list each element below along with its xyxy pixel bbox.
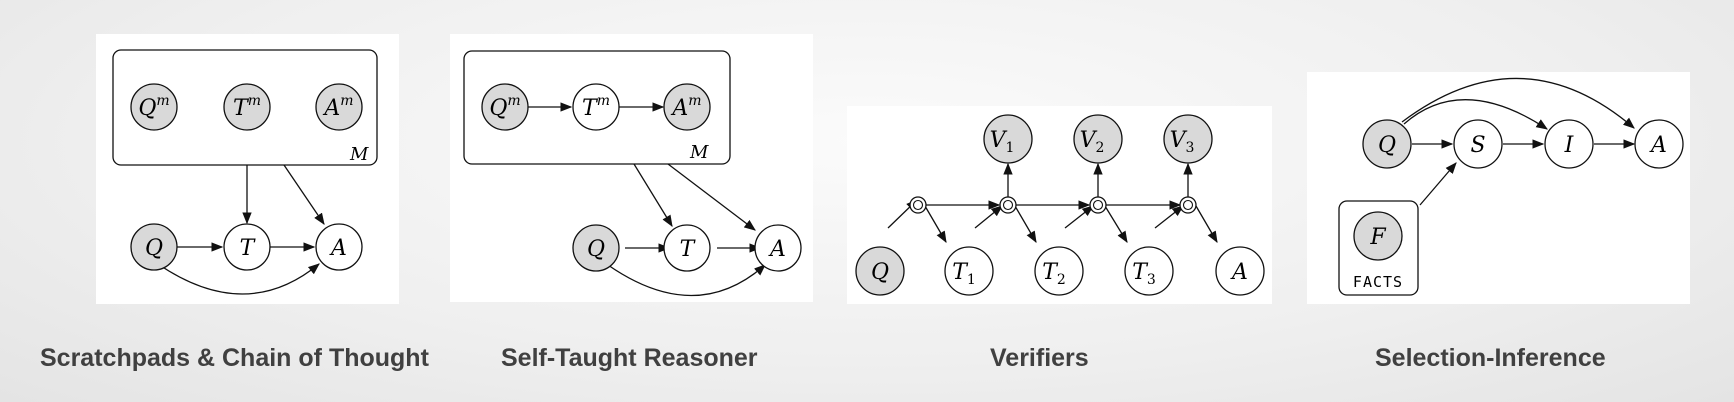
plate-facts xyxy=(1338,200,1419,296)
node-F: F xyxy=(1353,211,1403,261)
node-Qm: Qm xyxy=(130,83,178,131)
node-A: A xyxy=(315,223,363,271)
edges xyxy=(887,162,1218,244)
node-Am: Am xyxy=(663,83,711,131)
scratchpads-diagram: M Qm Tm Am Q T A xyxy=(96,34,399,304)
edges xyxy=(1401,77,1636,206)
plate-label-M: M xyxy=(689,142,709,163)
node-Q: Q xyxy=(572,224,620,272)
svg-text:A: A xyxy=(1230,260,1248,285)
node-T2: T2 xyxy=(1034,246,1084,296)
svg-text:S: S xyxy=(1470,133,1485,158)
caption-selection-inference: Selection-Inference xyxy=(1375,344,1606,372)
svg-text:Q: Q xyxy=(871,260,889,285)
svg-text:I: I xyxy=(1564,133,1575,158)
selection-inference-diagram: FACTS Q S I A F xyxy=(1307,72,1690,304)
svg-text:Q: Q xyxy=(145,236,163,261)
node-Qm: Qm xyxy=(481,83,529,131)
node-Q: Q xyxy=(130,223,178,271)
node-Am: Am xyxy=(315,83,363,131)
edges xyxy=(157,164,325,295)
svg-text:Am: Am xyxy=(322,93,353,121)
node-Tm: Tm xyxy=(223,83,271,131)
node-T1: T1 xyxy=(944,246,994,296)
svg-text:T: T xyxy=(240,236,257,261)
svg-text:Qm: Qm xyxy=(489,93,520,121)
node-S: S xyxy=(1453,119,1503,169)
plate-label-facts: FACTS xyxy=(1353,273,1403,291)
plate-label-M: M xyxy=(349,144,369,165)
verifiers-diagram: V1 V2 V3 Q T1 T2 T3 A xyxy=(847,106,1272,304)
svg-text:T1: T1 xyxy=(952,260,976,288)
node-V2: V2 xyxy=(1073,114,1123,164)
plate-M xyxy=(463,50,731,165)
node-Q: Q xyxy=(855,246,905,296)
svg-text:Q: Q xyxy=(587,237,605,262)
node-A: A xyxy=(1634,119,1684,169)
node-Tm: Tm xyxy=(572,83,620,131)
svg-text:V3: V3 xyxy=(1170,128,1195,156)
node-T: T xyxy=(223,223,271,271)
svg-text:A: A xyxy=(768,237,786,262)
svg-text:T3: T3 xyxy=(1132,260,1156,288)
svg-text:Q: Q xyxy=(1378,133,1396,158)
node-Q: Q xyxy=(1362,119,1412,169)
svg-text:Tm: Tm xyxy=(233,93,261,121)
svg-text:Qm: Qm xyxy=(138,93,169,121)
svg-text:Tm: Tm xyxy=(582,93,610,121)
svg-text:A: A xyxy=(329,236,347,261)
svg-text:T2: T2 xyxy=(1042,260,1066,288)
svg-text:A: A xyxy=(1649,133,1667,158)
node-I: I xyxy=(1544,119,1594,169)
node-A: A xyxy=(1215,246,1265,296)
caption-scratchpads: Scratchpads & Chain of Thought xyxy=(40,344,429,372)
junction-nodes xyxy=(909,196,1197,214)
svg-text:F: F xyxy=(1369,225,1386,250)
star-diagram: M Qm Tm Am Q T xyxy=(450,34,813,302)
node-T: T xyxy=(663,224,711,272)
svg-text:V2: V2 xyxy=(1080,128,1105,156)
node-A: A xyxy=(754,224,802,272)
svg-text:Am: Am xyxy=(670,93,701,121)
svg-text:T: T xyxy=(680,237,697,262)
caption-star: Self-Taught Reasoner xyxy=(501,344,758,372)
svg-text:V1: V1 xyxy=(990,128,1015,156)
plate-M xyxy=(112,49,378,166)
node-V3: V3 xyxy=(1163,114,1213,164)
node-T3: T3 xyxy=(1124,246,1174,296)
node-V1: V1 xyxy=(983,114,1033,164)
edges xyxy=(528,102,766,297)
caption-verifiers: Verifiers xyxy=(990,344,1089,372)
